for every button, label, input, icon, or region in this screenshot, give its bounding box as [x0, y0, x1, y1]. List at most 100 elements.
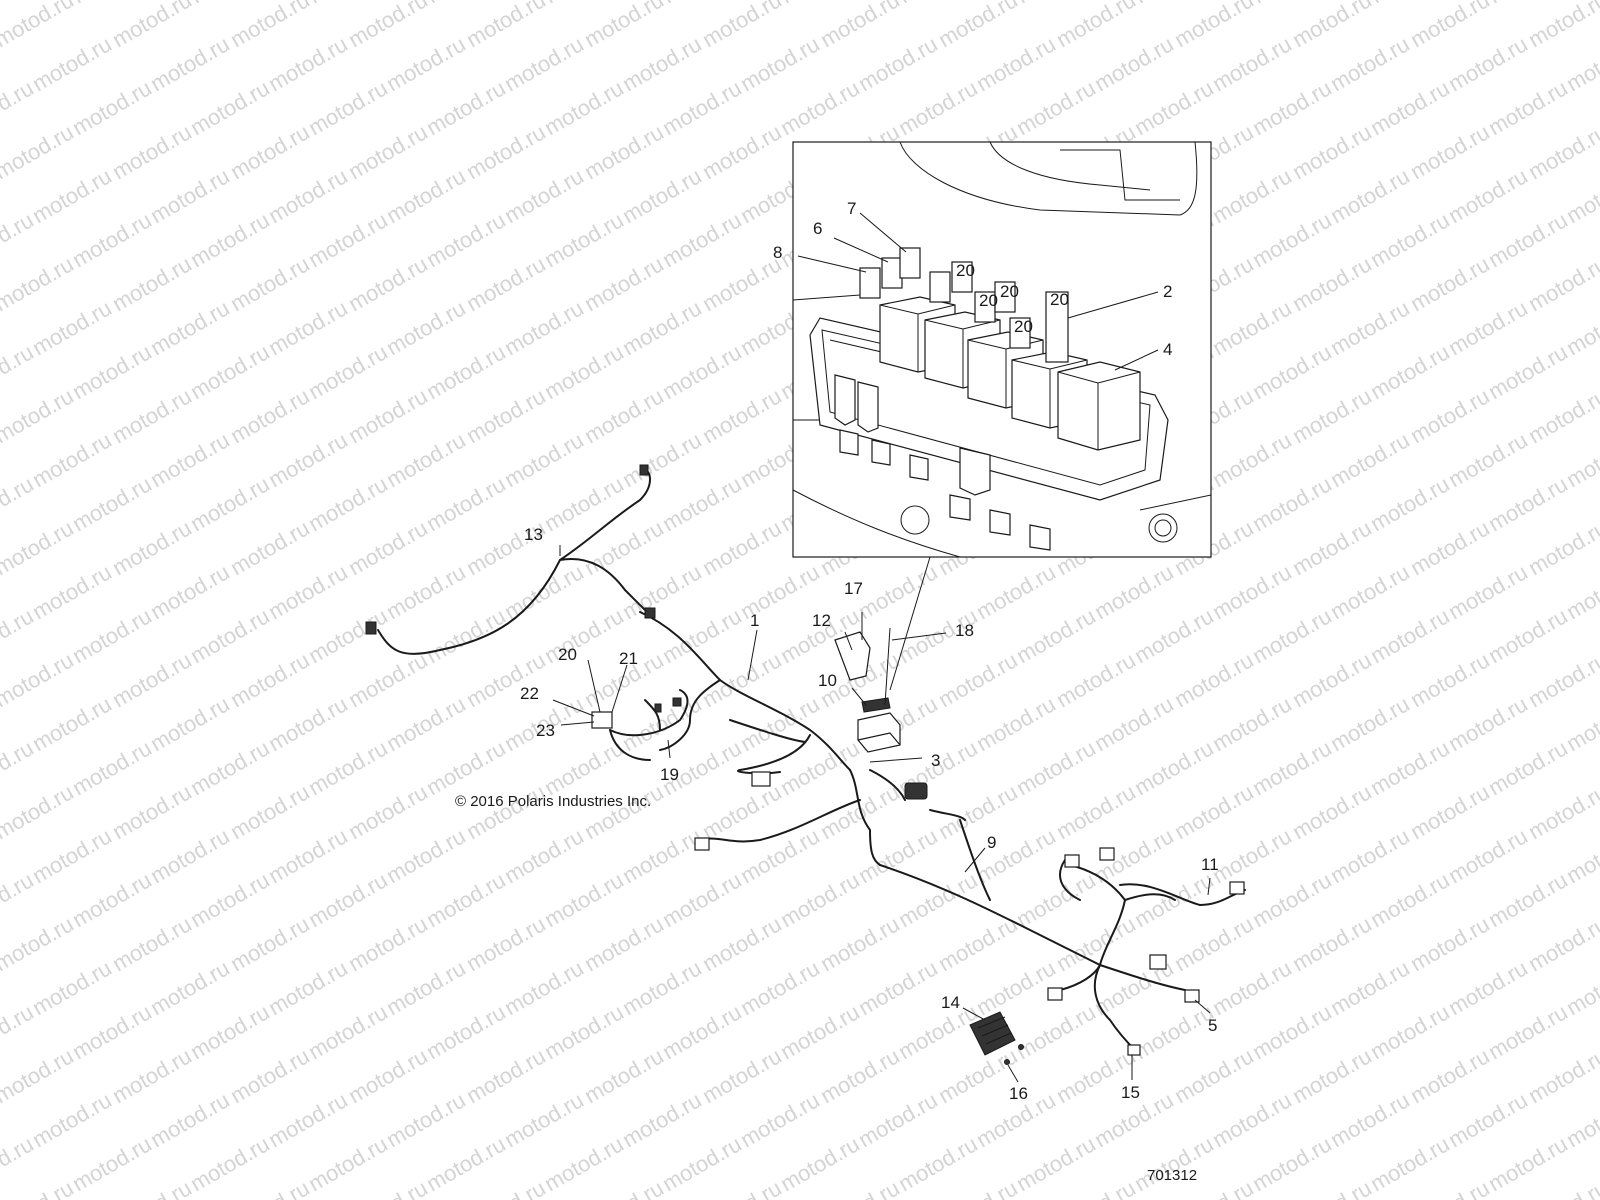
watermark-text: motod.ru: [0, 867, 38, 932]
watermark-text: motod.ru: [462, 0, 550, 52]
watermark-text: motod.ru: [776, 0, 864, 8]
watermark-text: motod.ru: [658, 999, 746, 1064]
callout-17: 17: [844, 579, 863, 598]
watermark-text: motod.ru: [186, 603, 274, 668]
watermark-text: motod.ru: [500, 163, 588, 228]
watermark-text: motod.ru: [108, 911, 196, 976]
watermark-text: motod.ru: [0, 339, 38, 404]
watermark-text: motod.ru: [618, 163, 706, 228]
watermark-text: motod.ru: [854, 955, 942, 1020]
watermark-text: motod.ru: [1288, 251, 1376, 316]
watermark-text: motod.ru: [146, 295, 234, 360]
watermark-text: motod.ru: [1326, 427, 1414, 492]
watermark-text: motod.ru: [1208, 559, 1296, 624]
relay-5: [1057, 361, 1141, 451]
watermark-text: motod.ru: [698, 1175, 786, 1200]
watermark-text: motod.ru: [1444, 823, 1532, 888]
watermark-text: motod.ru: [304, 75, 392, 140]
callout-3: 3: [931, 751, 940, 770]
harness-13: [365, 464, 656, 655]
watermark-text: motod.ru: [0, 735, 38, 800]
watermark-text: motod.ru: [422, 207, 510, 272]
watermark-text: motod.ru: [1208, 163, 1296, 228]
watermark-text: motod.ru: [422, 1131, 510, 1196]
callout-11: 11: [1201, 855, 1219, 874]
watermark-text: motod.ru: [1326, 295, 1414, 360]
callout-12: 12: [812, 611, 831, 630]
watermark-text: motod.ru: [1288, 647, 1376, 712]
watermark-text: motod.ru: [1130, 999, 1218, 1064]
watermark-text: motod.ru: [1288, 383, 1376, 448]
fuse-7: [899, 247, 921, 279]
watermark-text: motod.ru: [736, 31, 824, 96]
watermark-text: motod.ru: [1524, 251, 1600, 316]
watermark-text: motod.ru: [186, 75, 274, 140]
watermark-text: motod.ru: [1406, 779, 1494, 844]
watermark-text: motod.ru: [344, 779, 432, 844]
watermark-text: motod.ru: [934, 647, 1022, 712]
watermark-text: motod.ru: [462, 1175, 550, 1200]
watermark-text: motod.ru: [1248, 339, 1336, 404]
watermark-text: motod.ru: [1130, 1131, 1218, 1196]
watermark-text: motod.ru: [1288, 779, 1376, 844]
watermark-text: motod.ru: [146, 823, 234, 888]
watermark-text: motod.ru: [934, 911, 1022, 976]
callout-21: 21: [619, 649, 638, 668]
watermark-text: motod.ru: [146, 427, 234, 492]
watermark-text: motod.ru: [1444, 427, 1532, 492]
watermark-text: motod.ru: [1326, 691, 1414, 756]
watermark-text: motod.ru: [0, 1175, 78, 1200]
watermark-text: motod.ru: [540, 999, 628, 1064]
watermark-text: motod.ru: [462, 251, 550, 316]
watermark-text: motod.ru: [1406, 647, 1494, 712]
watermark-text: motod.ru: [146, 559, 234, 624]
callout-7: 7: [847, 199, 856, 218]
watermark-text: motod.ru: [580, 1175, 668, 1200]
watermark-text: motod.ru: [1406, 1043, 1494, 1108]
watermark-text: motod.ru: [226, 515, 314, 580]
watermark-text: motod.ru: [186, 471, 274, 536]
watermark-text: motod.ru: [894, 75, 982, 140]
watermark-text: motod.ru: [854, 1087, 942, 1152]
fuse-2-maxi: [1045, 291, 1069, 363]
watermark-text: motod.ru: [68, 735, 156, 800]
watermark-text: motod.ru: [1366, 1131, 1454, 1196]
watermark-text: motod.ru: [1562, 955, 1600, 1020]
watermark-text: motod.ru: [1326, 1087, 1414, 1152]
watermark-text: motod.ru: [1484, 735, 1572, 800]
watermark-text: motod.ru: [1484, 0, 1572, 8]
bracket-12: [834, 631, 871, 681]
watermark-text: motod.ru: [1090, 559, 1178, 624]
watermark-text: motod.ru: [344, 251, 432, 316]
watermark-text: motod.ru: [816, 911, 904, 976]
watermark-text: motod.ru: [0, 515, 78, 580]
housing-bottom-curve: [792, 489, 961, 558]
watermark-text: motod.ru: [1562, 1087, 1600, 1152]
watermark-text: motod.ru: [1444, 295, 1532, 360]
watermark-text: motod.ru: [1366, 0, 1454, 8]
watermark-text: motod.ru: [1130, 0, 1218, 8]
watermark-text: motod.ru: [0, 119, 78, 184]
watermark-text: motod.ru: [540, 0, 628, 8]
watermark-text: motod.ru: [68, 75, 156, 140]
callout-18: 18: [955, 621, 974, 640]
watermark-text: motod.ru: [28, 427, 116, 492]
watermark-text: motod.ru: [540, 867, 628, 932]
regulator-14: [969, 1011, 1024, 1065]
watermark-text: motod.ru: [382, 295, 470, 360]
watermark-text: motod.ru: [1170, 0, 1258, 52]
watermark-text: motod.ru: [382, 1087, 470, 1152]
watermark-text: motod.ru: [580, 251, 668, 316]
watermark-text: motod.ru: [698, 1043, 786, 1108]
watermark-text: motod.ru: [776, 75, 864, 140]
watermark-text: motod.ru: [500, 1087, 588, 1152]
watermark-text: motod.ru: [1562, 295, 1600, 360]
watermark-text: motod.ru: [618, 295, 706, 360]
watermark-text: motod.ru: [1208, 823, 1296, 888]
watermark-text: motod.ru: [500, 823, 588, 888]
latch-clips: [834, 374, 991, 496]
callout-9: 9: [987, 833, 996, 852]
watermark-text: motod.ru: [972, 823, 1060, 888]
watermark-text: motod.ru: [1208, 427, 1296, 492]
